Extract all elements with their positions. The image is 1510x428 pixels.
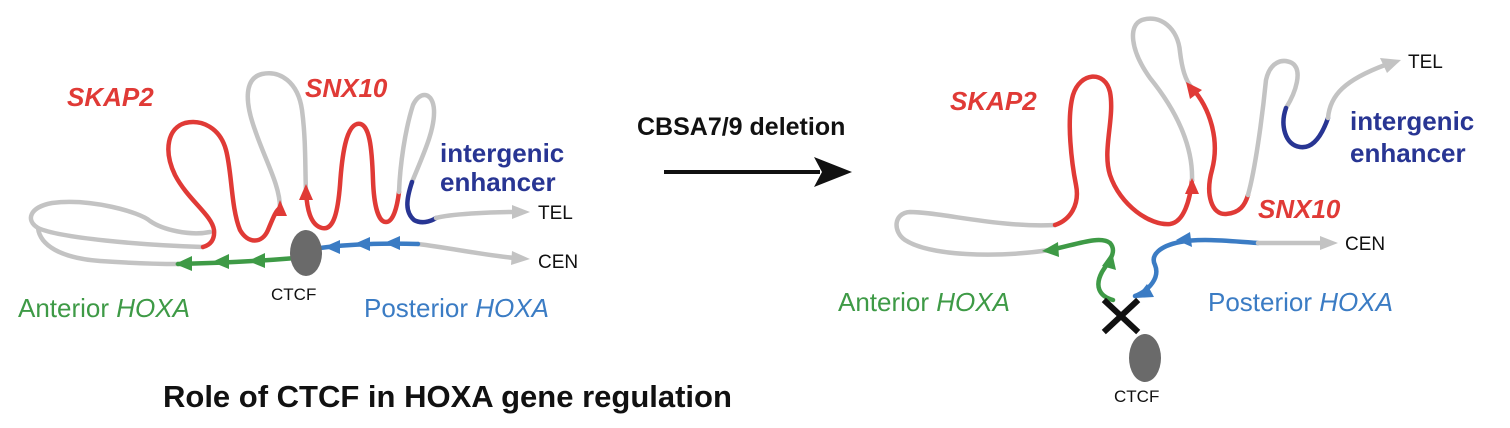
right-enhancer-segment xyxy=(1281,105,1331,150)
right-tel-label: TEL xyxy=(1408,52,1443,73)
right-enhancer-label-line2: enhancer xyxy=(1350,138,1466,168)
left-green-arrowhead-3 xyxy=(248,253,265,268)
right-anterior-hoxa-segment xyxy=(1047,237,1116,303)
right-cen-label: CEN xyxy=(1345,234,1385,255)
right-green-arrowhead-1 xyxy=(1042,242,1059,257)
left-green-arrowhead-2 xyxy=(212,254,229,269)
left-panel: SKAP2 SNX10 intergenic enhancer TEL CEN … xyxy=(18,71,578,323)
right-blue-arrowhead-2 xyxy=(1136,284,1154,298)
left-snx10-label: SNX10 xyxy=(305,73,388,103)
deletion-arrow-label: CBSA7/9 deletion xyxy=(637,113,845,141)
left-skap2-label: SKAP2 xyxy=(67,82,154,112)
right-tel-arrowhead xyxy=(1380,58,1401,73)
left-posterior-hoxa-label: Posterior HOXA xyxy=(364,293,549,323)
left-skap2-loop xyxy=(166,119,283,250)
deletion-arrowhead xyxy=(814,157,852,187)
right-red-arrowhead-1 xyxy=(1185,178,1199,194)
right-panel: SKAP2 SNX10 intergenic enhancer TEL CEN … xyxy=(838,16,1474,406)
right-red-arrowhead-2 xyxy=(1186,82,1202,99)
left-blue-arrowhead-1 xyxy=(384,236,400,250)
left-cen-arrowhead xyxy=(511,251,530,265)
right-anterior-hoxa-label: Anterior HOXA xyxy=(838,287,1010,317)
transition: CBSA7/9 deletion xyxy=(637,113,852,187)
figure-caption: Role of CTCF in HOXA gene regulation xyxy=(163,379,732,414)
left-red-arrowhead-2 xyxy=(299,184,313,200)
left-blue-arrowhead-3 xyxy=(324,240,340,254)
left-gray-center-loop xyxy=(245,71,309,211)
left-blue-arrowhead-2 xyxy=(354,237,370,251)
right-skap2-label: SKAP2 xyxy=(950,86,1037,116)
left-gray-bottom xyxy=(35,225,181,267)
left-gray-loop xyxy=(28,199,213,250)
right-posterior-hoxa-label: Posterior HOXA xyxy=(1208,287,1393,317)
left-cen-label: CEN xyxy=(538,252,578,273)
right-snx10-segment xyxy=(1189,85,1251,217)
left-cen-line xyxy=(415,241,518,261)
left-tel-label: TEL xyxy=(538,203,573,224)
right-gray-mid-loop xyxy=(1245,58,1300,198)
right-green-arrowhead-2 xyxy=(1102,252,1116,270)
left-ctcf-label: CTCF xyxy=(271,285,316,304)
left-gray-right-loop xyxy=(396,92,437,195)
left-enhancer-label-line2: enhancer xyxy=(440,167,556,197)
right-blue-arrowhead-1 xyxy=(1176,232,1192,247)
right-enhancer-label-line1: intergenic xyxy=(1350,106,1474,136)
right-tel-line xyxy=(1325,62,1388,121)
right-skap2-loop xyxy=(1052,74,1195,228)
left-green-arrowhead-1 xyxy=(175,256,192,271)
right-snx10-label: SNX10 xyxy=(1258,194,1341,224)
right-ctcf-oval xyxy=(1129,334,1161,382)
right-gray-top-loop xyxy=(1130,16,1195,183)
left-tel-arrowhead xyxy=(512,205,530,219)
cross-mark-icon xyxy=(1101,297,1141,335)
left-anterior-hoxa-label: Anterior HOXA xyxy=(18,293,190,323)
left-ctcf-oval xyxy=(290,230,322,276)
right-ctcf-label: CTCF xyxy=(1114,387,1159,406)
left-enhancer-label-line1: intergenic xyxy=(440,138,564,168)
left-red-arrowhead-1 xyxy=(274,200,287,216)
left-enhancer-segment xyxy=(405,179,439,225)
left-tel-line xyxy=(433,209,518,221)
left-anterior-hoxa-segment xyxy=(175,255,299,267)
right-cen-arrowhead xyxy=(1320,236,1338,250)
left-snx10-loop-1 xyxy=(303,121,402,231)
right-gray-loop xyxy=(894,209,1058,257)
right-posterior-hoxa-segment xyxy=(1132,237,1261,299)
